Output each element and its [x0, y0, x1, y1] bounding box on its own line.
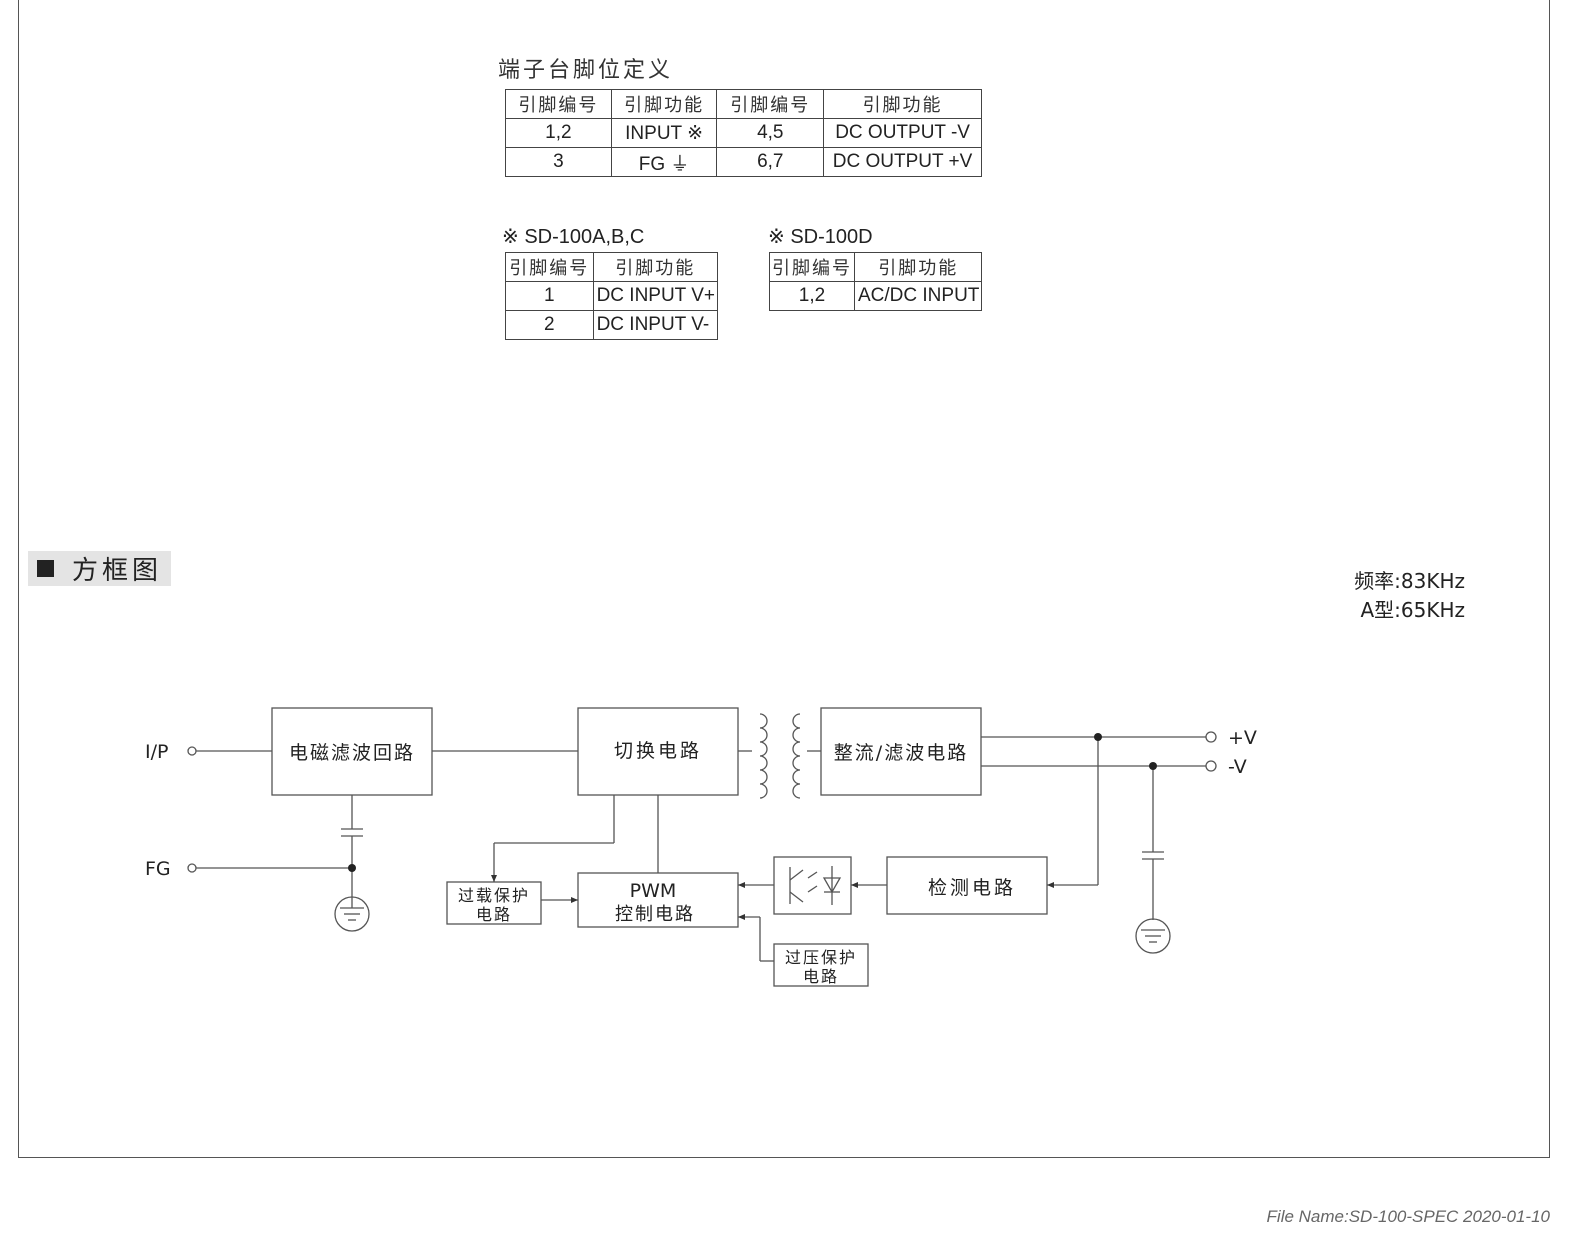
fg-terminal — [187, 863, 197, 873]
vplus-label: +V — [1228, 727, 1257, 749]
block-diagram-section-header: 方框图 — [28, 551, 171, 586]
detection-circuit-label: 检测电路 — [928, 877, 1016, 899]
sd100d-pin-table: 引脚编号 引脚功能 1,2 AC/DC INPUT — [769, 252, 983, 311]
ground-icon-left — [334, 896, 370, 932]
table-header-row: 引脚编号 引脚功能 — [769, 252, 983, 282]
table-cell: DC INPUT V- — [592, 310, 719, 340]
header-cell: 引脚编号 — [716, 89, 825, 119]
optocoupler-box — [773, 856, 852, 915]
emi-filter-label: 电磁滤波回路 — [289, 742, 415, 764]
sd100d-title: ※ SD-100D — [768, 226, 873, 248]
header-cell: 引脚编号 — [769, 252, 855, 282]
table-cell: AC/DC INPUT — [853, 281, 983, 311]
transformer-secondary — [792, 713, 801, 799]
sd100abc-title: ※ SD-100A,B,C — [502, 226, 645, 248]
header-cell: 引脚编号 — [505, 89, 612, 119]
table-row: 1 DC INPUT V+ — [505, 281, 719, 311]
square-bullet-icon — [37, 560, 54, 577]
overvoltage-circuit-label: 电路 — [803, 967, 839, 986]
overload-circuit-label: 电路 — [476, 905, 512, 924]
vminus-label: -V — [1228, 756, 1247, 778]
table-row: 1,2 AC/DC INPUT — [769, 281, 983, 311]
table-cell: 2 — [505, 310, 594, 340]
file-name-footer: File Name:SD-100-SPEC 2020-01-10 — [1266, 1207, 1550, 1226]
table-cell: INPUT ※ — [610, 118, 718, 148]
frequency-line-1: 频率:83KHz — [1354, 569, 1465, 593]
header-cell: 引脚编号 — [505, 252, 594, 282]
page-frame — [18, 0, 1550, 1158]
frequency-line-2: A型:65KHz — [1360, 598, 1465, 622]
terminal-title: 端子台脚位定义 — [498, 58, 674, 83]
pwm-label: PWM — [630, 880, 677, 902]
table-cell: FG ⏚ — [610, 147, 718, 177]
table-cell: 1,2 — [769, 281, 855, 311]
table-cell: 6,7 — [716, 147, 825, 177]
table-header-row: 引脚编号 引脚功能 — [505, 252, 719, 282]
transformer-primary — [759, 713, 768, 799]
table-row: 3 FG ⏚ 6,7 DC OUTPUT +V — [505, 147, 982, 177]
junction-dot — [1149, 762, 1157, 770]
table-row: 2 DC INPUT V- — [505, 310, 719, 340]
header-cell: 引脚功能 — [853, 252, 983, 282]
vminus-terminal — [1205, 760, 1217, 772]
header-cell: 引脚功能 — [610, 89, 718, 119]
ground-icon-right — [1135, 918, 1171, 954]
fg-label: FG — [145, 858, 171, 880]
section-title: 方框图 — [72, 556, 163, 586]
table-cell: DC INPUT V+ — [592, 281, 719, 311]
vplus-terminal — [1205, 731, 1217, 743]
overvoltage-protection-box — [773, 943, 869, 987]
sd100abc-pin-table: 引脚编号 引脚功能 1 DC INPUT V+ 2 DC INPUT V- — [505, 252, 719, 340]
terminal-pin-table: 引脚编号 引脚功能 引脚编号 引脚功能 1,2 INPUT ※ 4,5 DC O… — [505, 89, 982, 177]
junction-dot — [1094, 733, 1102, 741]
overload-protection-label: 过载保护 — [458, 886, 530, 905]
overvoltage-protection-label: 过压保护 — [785, 948, 857, 967]
ip-label: I/P — [145, 741, 168, 763]
switching-circuit-label: 切换电路 — [614, 740, 702, 762]
optocoupler-icon — [789, 866, 842, 905]
junction-dot — [348, 864, 356, 872]
table-cell: DC OUTPUT +V — [823, 147, 982, 177]
rectifier-filter-label: 整流/滤波电路 — [834, 742, 968, 764]
ip-terminal — [187, 746, 197, 756]
table-cell: 3 — [505, 147, 612, 177]
control-circuit-label: 控制电路 — [615, 904, 695, 925]
table-cell: 1 — [505, 281, 594, 311]
